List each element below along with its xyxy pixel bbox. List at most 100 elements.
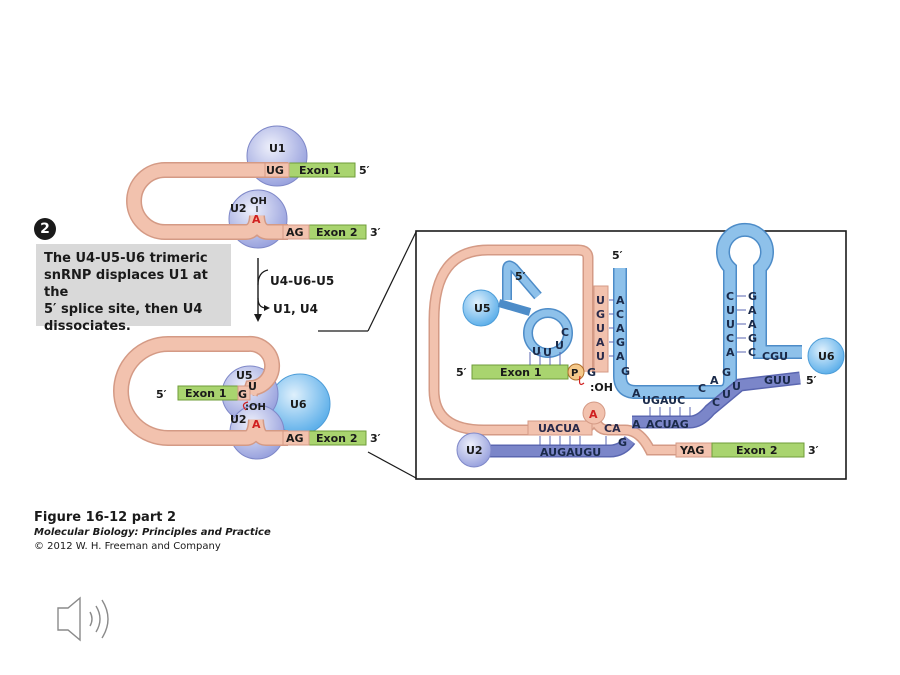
detail-p-label: P: [571, 368, 578, 379]
top-exon1-label: Exon 1: [299, 164, 340, 177]
detail-exon1-label: Exon 1: [500, 366, 541, 379]
detail-5prime-u5: 5′: [515, 270, 526, 283]
arrow-out-label: U1, U4: [273, 302, 318, 316]
intron-nt-1: U: [596, 294, 605, 307]
detail-yag-label: YAG: [679, 444, 704, 457]
intron-nt-5: U: [596, 350, 605, 363]
u5-loop-nt-3: U: [555, 339, 564, 352]
u6-stem-left-1: C: [726, 290, 734, 303]
detail-u6-strand: [614, 224, 802, 398]
mid-5prime: 5′: [156, 388, 167, 401]
u6-ugauc: UGAUC: [642, 394, 685, 407]
mid-3prime: 3′: [370, 432, 381, 445]
u5-loop: [524, 309, 572, 357]
detail-5prime-u6: 5′: [806, 374, 817, 387]
u6-left-nt-6: G: [621, 365, 630, 378]
intron-ca: CA: [604, 422, 621, 435]
figure-title: Figure 16-12 part 2: [34, 510, 177, 525]
diag-nt-4: C: [712, 396, 720, 409]
detail-u6-label: U6: [818, 350, 835, 363]
speaker-icon[interactable]: [57, 596, 109, 642]
top-3prime: 3′: [370, 226, 381, 239]
u6-stem-left-3: U: [726, 318, 735, 331]
mid-oh-label: :OH: [245, 402, 266, 413]
detail-panel: U5 U6 U2 5′ 5′ 5′ Exon 1 5′ Exon 2 3′ P …: [415, 222, 847, 480]
mid-g-label: G: [238, 388, 247, 401]
detail-u2-snrnp: [456, 432, 492, 468]
detail-u5-label: U5: [474, 302, 491, 315]
u2-a-after: A: [632, 418, 641, 431]
intron-uacua: UACUA: [538, 422, 581, 435]
base-pair-ticks: [539, 295, 746, 445]
top-ag-label: AG: [286, 226, 304, 239]
u2-acuag: ACUAG: [646, 418, 689, 431]
detail-intron-strand: [430, 246, 592, 434]
u6-stem-right-3: A: [748, 318, 757, 331]
intron-nt-2: G: [596, 308, 605, 321]
u6-left-nt-3: A: [616, 322, 625, 335]
caption-line-3: 5′ splice site, then U4: [44, 302, 203, 317]
mid-u2-label: U2: [230, 413, 247, 426]
u6-stem-left-4: C: [726, 332, 734, 345]
intron-nt-3: U: [596, 322, 605, 335]
u6-left-nt-2: C: [616, 308, 624, 321]
u5-loop-nt-1: U: [532, 345, 541, 358]
step-number-badge: 2: [34, 218, 56, 240]
detail-exon2: [711, 442, 805, 458]
detail-g-label: G: [587, 366, 596, 379]
mid-exon2-label: Exon 2: [316, 432, 357, 445]
mid-u5-label: U5: [236, 369, 253, 382]
step-caption: The U4-U5-U6 trimeric snRNP displaces U1…: [36, 244, 231, 334]
mid-complex: U5 U 5′ Exon 1 G U6 :OH U2 A AG Exon 2 3…: [113, 335, 381, 460]
u6-stem-left-2: U: [726, 304, 735, 317]
diag-nt-3: G: [722, 366, 731, 379]
intron-nt-4: A: [596, 336, 605, 349]
reaction-arrow: U4-U6-U5 U1, U4: [254, 258, 334, 322]
detail-branch-a: A: [589, 408, 598, 421]
mid-branch-a: A: [252, 418, 261, 431]
caption-line-1: The U4-U5-U6 trimeric: [44, 251, 208, 266]
u5-loop-nt-4: C: [561, 326, 569, 339]
diag-nt-5: U: [722, 388, 731, 401]
u6-stem-right-5: C: [748, 346, 756, 359]
detail-u6-snrnp: [807, 337, 845, 375]
detail-u2-label: U2: [466, 444, 483, 457]
zoom-line-bottom: [367, 451, 417, 479]
u6-a-before: A: [632, 387, 641, 400]
top-branch-a: A: [252, 213, 261, 226]
top-u1-label: U1: [269, 142, 286, 155]
detail-u5-snrnp: [462, 289, 500, 327]
u6-left-nt-5: A: [616, 350, 625, 363]
detail-u2-strand: [488, 436, 635, 456]
caption-line-4: dissociates.: [44, 319, 131, 334]
u6-left-nt-4: G: [616, 336, 625, 349]
detail-oh-label: :OH: [590, 381, 613, 394]
mid-intron-loop: [114, 337, 279, 445]
u6-stem-right-4: G: [748, 332, 757, 345]
detail-exon2-label: Exon 2: [736, 444, 777, 457]
arrow-in-label: U4-U6-U5: [270, 274, 334, 288]
mid-ag-label: AG: [286, 432, 304, 445]
top-oh-label: OH: [250, 196, 267, 207]
top-complex: U1 UG Exon 1 5′ U2 OH A AG Exon 2 3′: [126, 125, 381, 249]
u6-stem-right-2: A: [748, 304, 757, 317]
top-ug-label: UG: [266, 164, 284, 177]
top-5prime: 5′: [359, 164, 370, 177]
diag-nt-6: U: [732, 380, 741, 393]
caption-line-2: snRNP displaces U1 at the: [44, 268, 208, 300]
mid-exon1-label: Exon 1: [185, 387, 226, 400]
u5-loop-nt-2: U: [543, 346, 552, 359]
top-u2-label: U2: [230, 202, 247, 215]
u6-stem-right-1: G: [748, 290, 757, 303]
u2-g-end: G: [618, 436, 627, 449]
intron-loop-fill: [127, 163, 288, 239]
figure-copyright: © 2012 W. H. Freeman and Company: [34, 541, 221, 552]
u2-augaugu: AUGAUGU: [540, 446, 601, 459]
diag-nt-1: C: [698, 382, 706, 395]
u2-u6-duplex: [632, 373, 801, 427]
u6-cgu: CGU: [762, 350, 788, 363]
mid-u6-label: U6: [290, 398, 307, 411]
u6-guu: GUU: [764, 374, 791, 387]
top-exon2-label: Exon 2: [316, 226, 357, 239]
